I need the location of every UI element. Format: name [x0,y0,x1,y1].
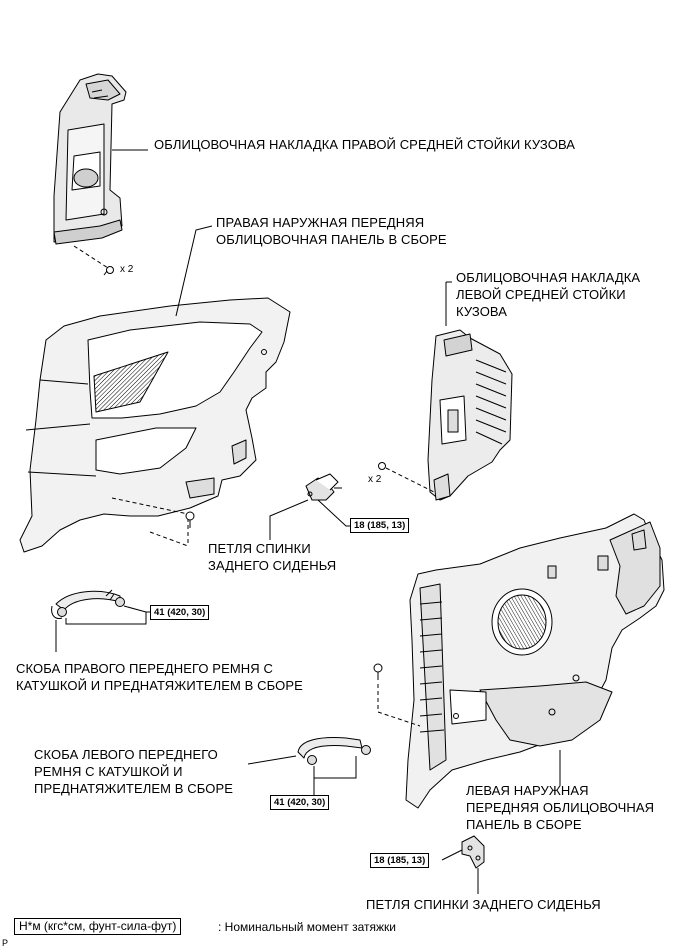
label-line: ЗАДНЕГО СИДЕНЬЯ [208,558,337,573]
label-seatback-hinge-1: ПЕТЛЯ СПИНКИ ЗАДНЕГО СИДЕНЬЯ [208,540,336,574]
leader-hinge-2-torque [441,849,463,861]
left-quarter-trim-panel [405,513,665,809]
leader-left-belt-label [247,755,297,765]
seatback-hinge-2 [461,835,485,869]
label-line: КАТУШКОЙ И ПРЕДНАТЯЖИТЕЛЕМ В СБОРЕ [16,678,303,693]
label-left-quarter-panel: ЛЕВАЯ НАРУЖНАЯ ПЕРЕДНЯЯ ОБЛИЦОВОЧНАЯ ПАН… [466,782,654,833]
torque-hinge-2: 18 (185, 13) [370,853,430,868]
label-right-pillar-garnish: ОБЛИЦОВОЧНАЯ НАКЛАДКА ПРАВОЙ СРЕДНЕЙ СТО… [154,137,576,152]
pillar-screw [73,245,114,276]
right-belt-anchor-bracket [51,589,125,619]
legend-torque-box: Н*м (кгс*см, фунт-сила-фут) [14,918,182,935]
label-seatback-hinge-2: ПЕТЛЯ СПИНКИ ЗАДНЕГО СИДЕНЬЯ [366,897,601,912]
leader-hinge-1-torque [317,499,350,527]
leader-hinge-1-label [269,499,309,540]
seatback-hinge-1 [305,473,342,501]
label-left-belt-anchor: СКОБА ЛЕВОГО ПЕРЕДНЕГО РЕМНЯ С КАТУШКОЙ … [34,746,233,797]
label-line: ПЕРЕДНЯЯ ОБЛИЦОВОЧНАЯ [466,800,655,815]
left-belt-anchor-bracket [297,737,371,765]
label-right-belt-anchor: СКОБА ПРАВОГО ПЕРЕДНЕГО РЕМНЯ С КАТУШКОЙ… [16,660,303,694]
leader-right-belt-torque [65,611,150,625]
label-line: ПАНЕЛЬ В СБОРЕ [466,817,582,832]
right-center-pillar-garnish [53,73,127,245]
page-marker: P [2,938,9,948]
label-line: ПЕТЛЯ СПИНКИ [208,541,311,556]
label-line: ОБЛИЦОВОЧНАЯ НАКЛАДКА [456,270,641,285]
pillar-screw-left [378,462,435,493]
torque-left-belt: 41 (420, 30) [270,795,330,810]
quantity-right-pillar: x 2 [120,264,134,275]
right-quarter-trim-panel [19,297,291,553]
legend-torque-text: : Номинальный момент затяжки [218,920,396,934]
label-line: СКОБА ПРАВОГО ПЕРЕДНЕГО РЕМНЯ С [16,661,273,676]
left-center-pillar-garnish [427,329,513,501]
leader-left-belt-torque [313,756,357,779]
label-line: ОБЛИЦОВОЧНАЯ ПАНЕЛЬ В СБОРЕ [216,232,447,247]
leader-right-quarter [175,225,213,317]
torque-right-belt: 41 (420, 30) [150,605,210,620]
label-line: ЛЕВОЙ СРЕДНЕЙ СТОЙКИ [456,287,626,302]
torque-hinge-1: 18 (185, 13) [350,518,410,533]
label-line: ПРАВАЯ НАРУЖНАЯ ПЕРЕДНЯЯ [216,215,425,230]
panel-screw-left [373,663,421,727]
label-line: КУЗОВА [456,304,508,319]
label-line: ЛЕВАЯ НАРУЖНАЯ [466,783,589,798]
label-left-pillar-garnish: ОБЛИЦОВОЧНАЯ НАКЛАДКА ЛЕВОЙ СРЕДНЕЙ СТОЙ… [456,269,640,320]
label-line: СКОБА ЛЕВОГО ПЕРЕДНЕГО [34,747,218,762]
label-line: РЕМНЯ С КАТУШКОЙ И [34,764,183,779]
label-right-quarter-panel: ПРАВАЯ НАРУЖНАЯ ПЕРЕДНЯЯ ОБЛИЦОВОЧНАЯ ПА… [216,214,447,248]
label-line: ПРЕДНАТЯЖИТЕЛЕМ В СБОРЕ [34,781,233,796]
panel-screw-right [111,497,195,547]
quantity-left-pillar: x 2 [368,474,382,485]
